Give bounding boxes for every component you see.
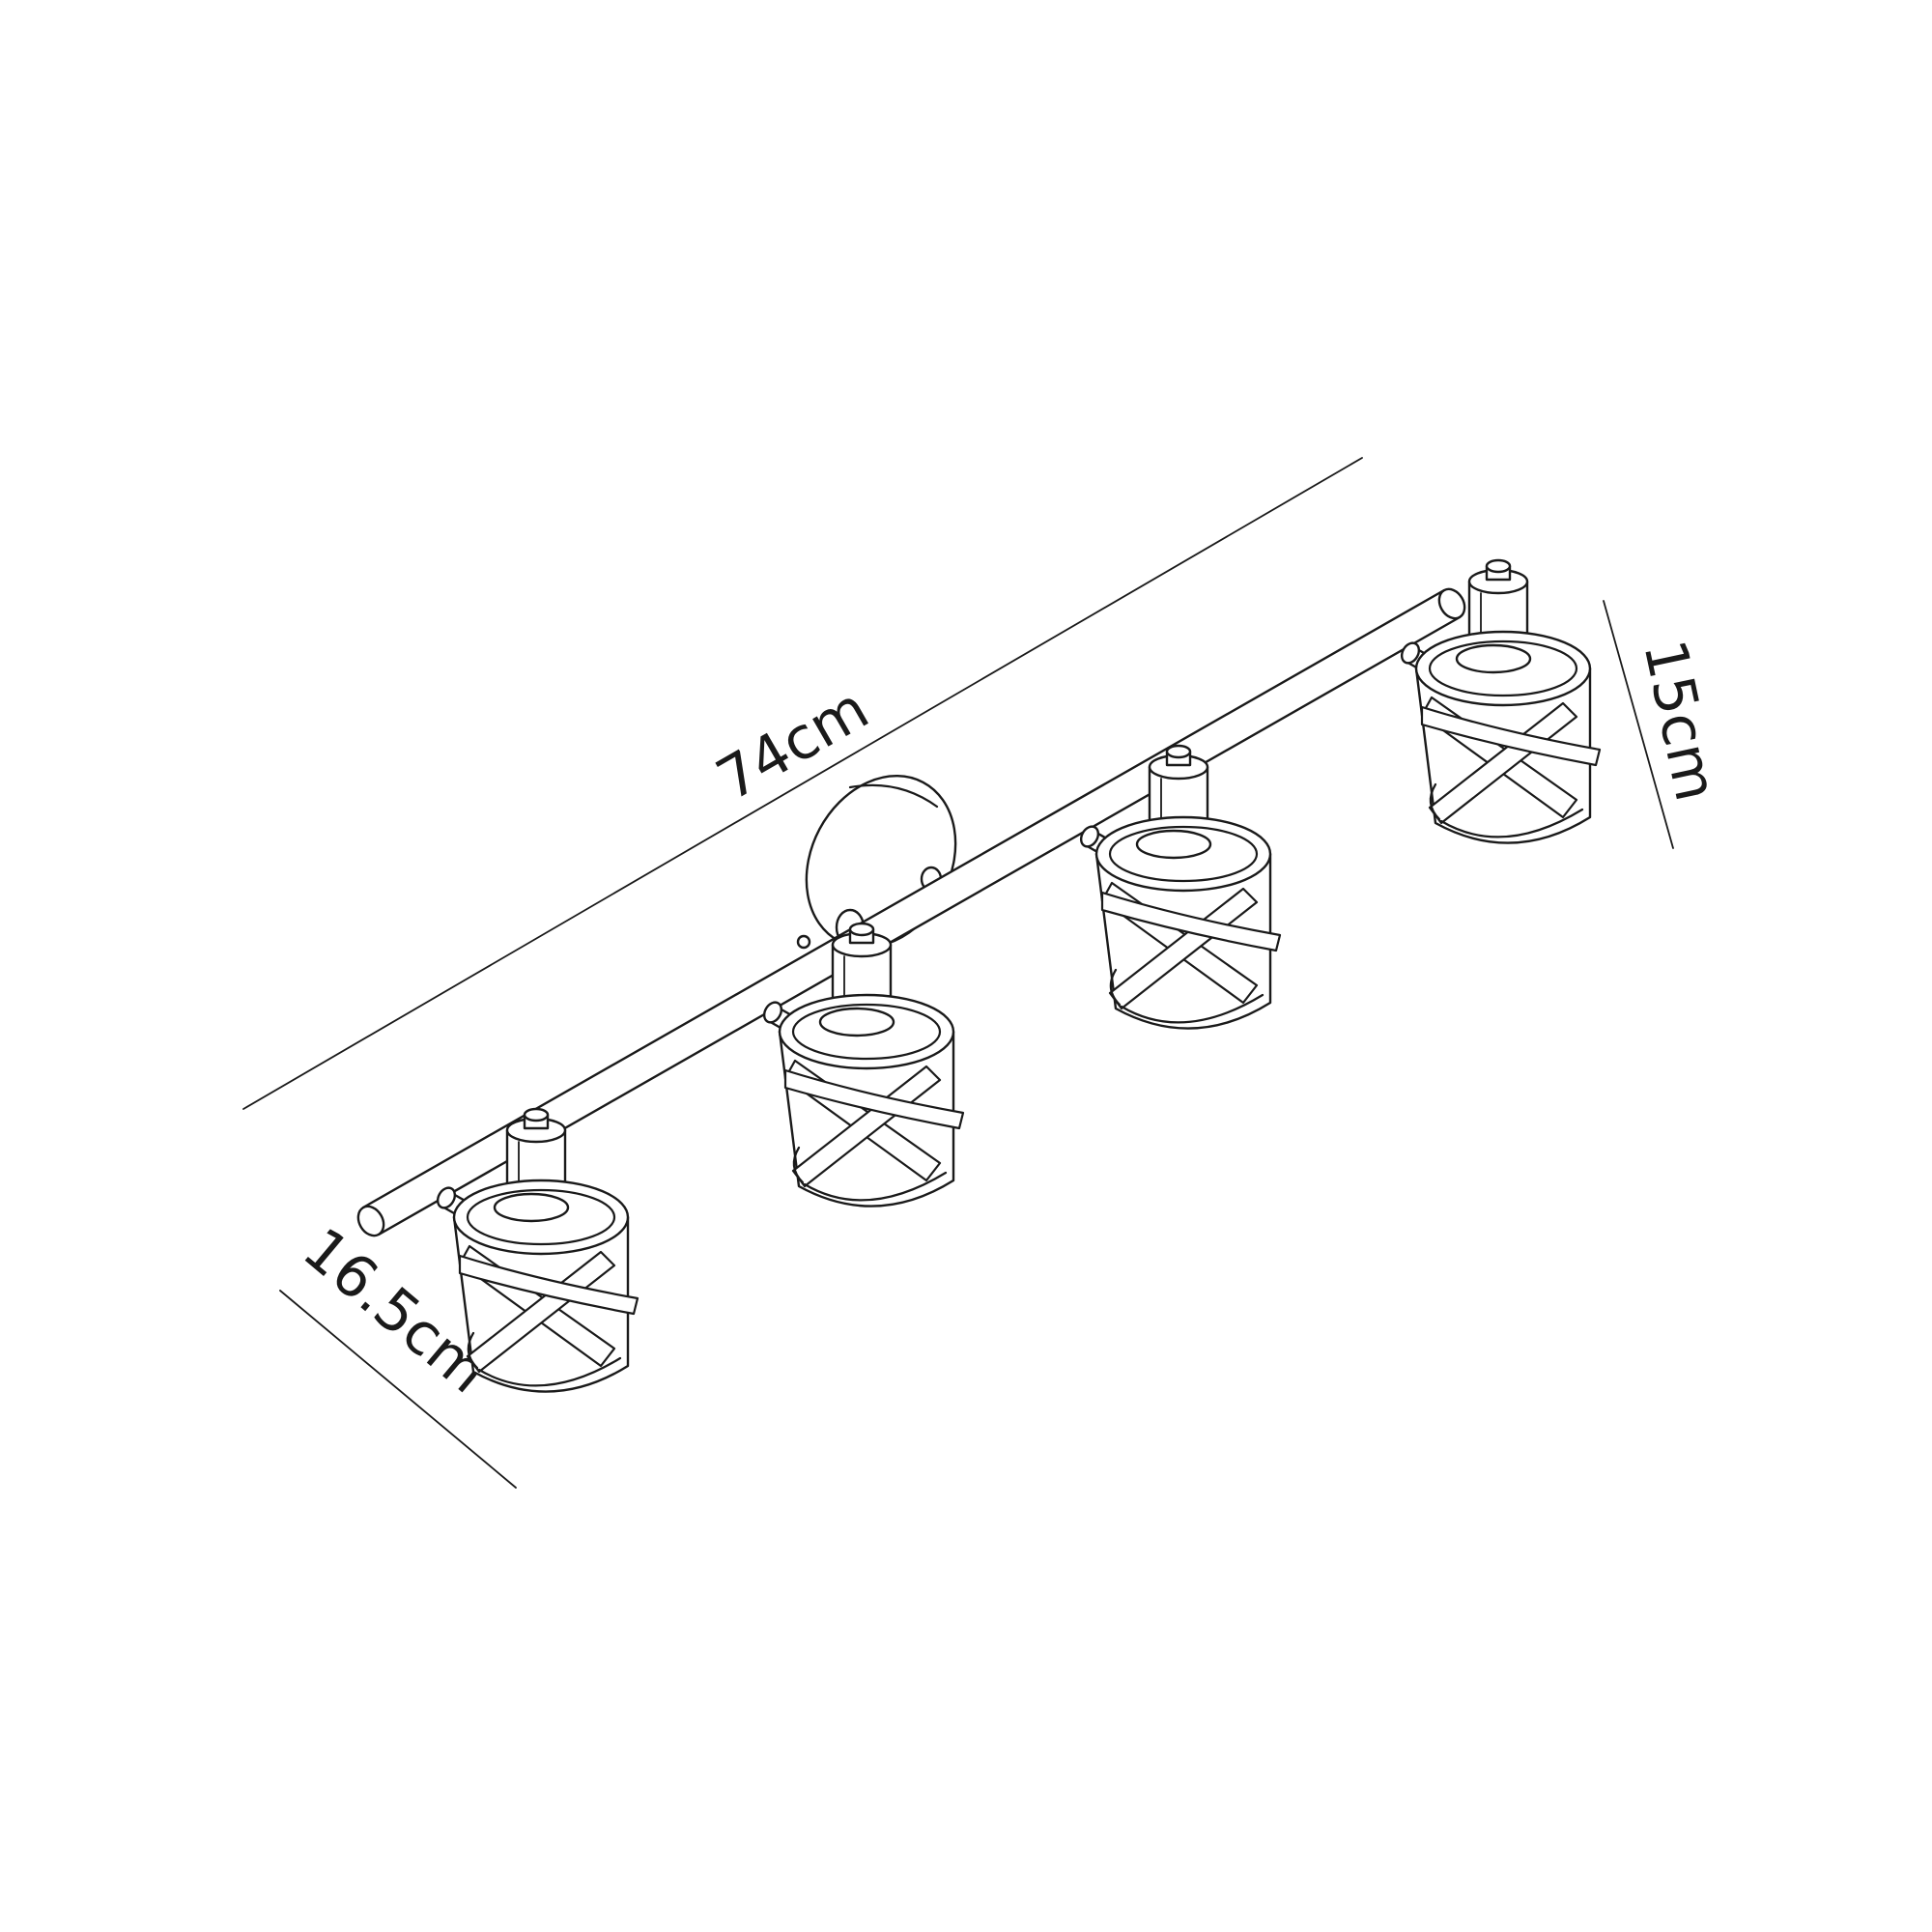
spotlight-4	[1400, 558, 1602, 844]
spotlight-1	[436, 1107, 639, 1393]
spotlight-3	[1079, 744, 1282, 1030]
height-label: 15cm	[1630, 635, 1729, 808]
height-dimension-line	[1603, 600, 1674, 849]
spotlight-2	[762, 922, 965, 1208]
depth-dimension-line	[279, 1290, 517, 1489]
length-dimension-line	[242, 457, 1363, 1110]
spotlights-group	[436, 558, 1602, 1393]
